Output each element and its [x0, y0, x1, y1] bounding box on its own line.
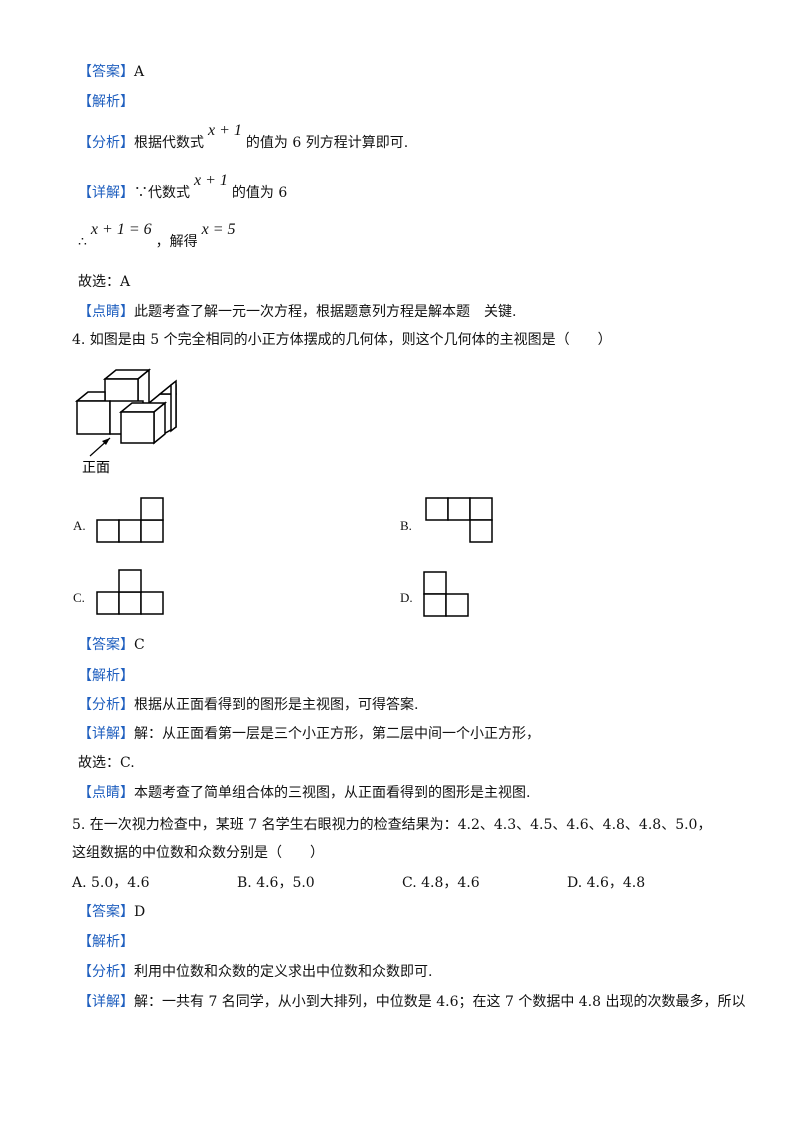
xiangjie-text: 解：一共有 7 名同学，从小到大排列，中位数是 4.6；在这 7 个数据中 4.… [134, 994, 746, 1010]
q3-dianjing: 【点睛】此题考查了解一元一次方程，根据题意列方程是解本题 关键. [78, 302, 516, 322]
q4-dianjing: 【点睛】本题考查了简单组合体的三视图，从正面看得到的图形是主视图. [78, 783, 530, 803]
option-a-label: A. [73, 518, 86, 533]
analysis-tag: 【解析】 [78, 934, 134, 950]
front-label: 正面 [82, 460, 110, 476]
q5-question: 5. 在一次视力检查中，某班 7 名学生右眼视力的检查结果为：4.2、4.3、4… [72, 817, 712, 861]
q3-xiangjie: 【详解】∵代数式x + 1的值为 6 [78, 172, 288, 203]
dianjing-text: 本题考查了简单组合体的三视图，从正面看得到的图形是主视图. [134, 785, 531, 801]
choice-a[interactable]: A. 5.0，4.6 [72, 875, 150, 891]
q5-fenxi: 【分析】利用中位数和众数的定义求出中位数和众数即可. [78, 962, 432, 982]
answer-tag: 【答案】 [78, 64, 134, 80]
option-b-figure[interactable] [425, 496, 495, 544]
fenxi-text: 根据从正面看得到的图形是主视图，可得答案. [134, 697, 419, 713]
fenxi-tag: 【分析】 [78, 135, 134, 151]
expression: x + 1 [194, 172, 228, 189]
option-d-figure[interactable] [422, 570, 472, 618]
answer-tag: 【答案】 [78, 904, 134, 920]
q4-fenxi: 【分析】根据从正面看得到的图形是主视图，可得答案. [78, 695, 418, 715]
dianjing-text: 此题考查了解一元一次方程，根据题意列方程是解本题 关键. [134, 304, 517, 320]
xiangjie-post: 的值为 6 [231, 185, 288, 201]
q3-fenxi: 【分析】根据代数式x + 1的值为 6 列方程计算即可. [78, 122, 409, 153]
option-c-label: C. [73, 590, 85, 605]
q4-question: 4. 如图是由 5 个完全相同的小正方体摆成的几何体，则这个几何体的主视图是（ … [72, 332, 612, 348]
q4-xiangjie: 【详解】解：从正面看第一层是三个小正方形，第二层中间一个小正方形， [78, 724, 540, 744]
fenxi-post: 的值为 6 列方程计算即可. [245, 135, 409, 151]
choice-c[interactable]: C. 4.8，4.6 [402, 875, 480, 891]
q5-choices: A. 5.0，4.6 B. 4.6，5.0 C. 4.8，4.6 D. 4.6，… [72, 872, 732, 892]
q4-solid-figure: 正面 [74, 368, 177, 476]
fenxi-tag: 【分析】 [78, 964, 134, 980]
option-d-label: D. [400, 590, 413, 605]
choice-d[interactable]: D. 4.6，4.8 [567, 875, 646, 891]
solve-word: ，解得 [155, 234, 198, 250]
therefore-symbol: ∴ [78, 234, 87, 250]
equation-2: x = 5 [201, 221, 236, 238]
answer-tag: 【答案】 [78, 637, 134, 653]
option-a-figure[interactable] [96, 496, 166, 544]
arrow-head-icon [102, 438, 110, 445]
dianjing-tag: 【点睛】 [78, 304, 134, 320]
cube-front-face [120, 411, 155, 444]
analysis-tag: 【解析】 [78, 668, 134, 684]
analysis-tag: 【解析】 [78, 94, 134, 110]
q4-analysis-tag: 【解析】 [78, 666, 134, 686]
equation-1: x + 1 = 6 [90, 221, 152, 238]
xiangjie-tag: 【详解】 [78, 726, 134, 742]
fenxi-tag: 【分析】 [78, 697, 134, 713]
q3-answer: 【答案】A [78, 62, 144, 82]
q4-answer: 【答案】C [78, 635, 145, 655]
q3-analysis-tag: 【解析】 [78, 92, 134, 112]
dianjing-tag: 【点睛】 [78, 785, 134, 801]
cube-front-face [76, 400, 111, 435]
xiangjie-tag: 【详解】 [78, 994, 134, 1010]
xiangjie-tag: 【详解】 [78, 185, 134, 201]
fenxi-text: 利用中位数和众数的定义求出中位数和众数即可. [134, 964, 433, 980]
q5-xiangjie: 【详解】解：一共有 7 名同学，从小到大排列，中位数是 4.6；在这 7 个数据… [78, 992, 746, 1012]
expression: x + 1 [208, 122, 242, 139]
option-c-figure[interactable] [96, 568, 166, 616]
q4-choose: 故选：C. [78, 755, 135, 771]
fenxi-pre: 根据代数式 [134, 135, 204, 151]
because-text: ∵代数式 [134, 185, 190, 201]
answer-value: D [134, 904, 146, 920]
q3-choose: 故选：A [78, 274, 131, 290]
xiangjie-text: 解：从正面看第一层是三个小正方形，第二层中间一个小正方形， [134, 726, 540, 742]
q5-answer: 【答案】D [78, 902, 145, 922]
answer-value: C [134, 637, 145, 653]
option-b-label: B. [400, 518, 412, 533]
choice-b[interactable]: B. 4.6，5.0 [237, 875, 315, 891]
q5-analysis-tag: 【解析】 [78, 932, 134, 952]
answer-value: A [134, 64, 145, 80]
q3-equation-line: ∴x + 1 = 6，解得x = 5 [78, 221, 240, 252]
